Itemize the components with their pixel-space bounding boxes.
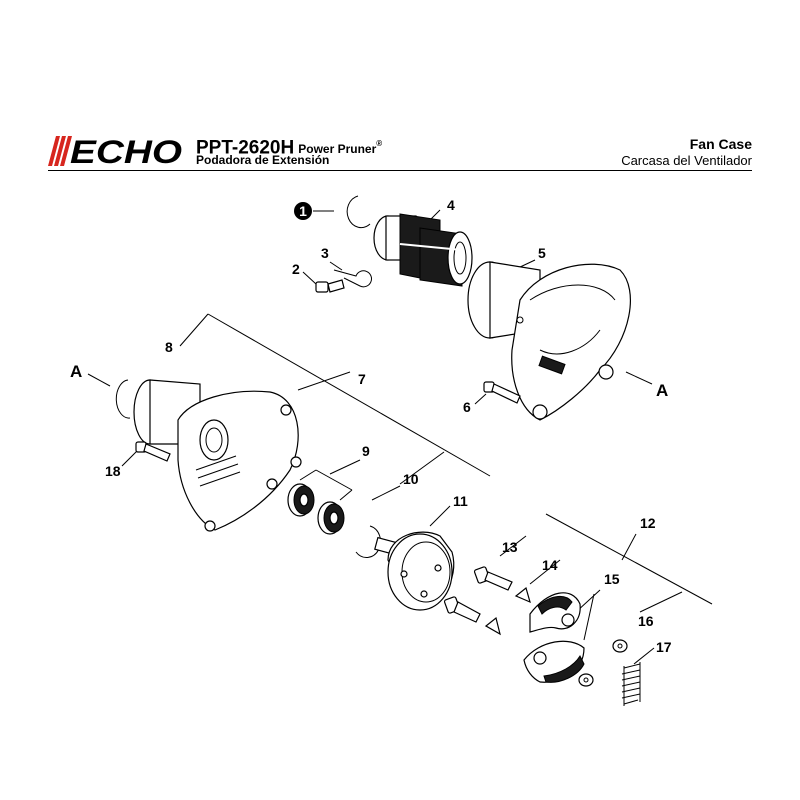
part-4-coupling: 4 — [373, 197, 473, 287]
callout-4: 4 — [447, 197, 455, 213]
echo-logo: ECHO — [48, 134, 188, 171]
reference-a-right: A — [625, 371, 668, 400]
logo-stripes — [48, 136, 72, 166]
product-name-en: Power Pruner — [298, 142, 377, 157]
part-7-fan-case-housing — [133, 379, 302, 532]
callout-12: 12 — [640, 515, 656, 531]
part-15-clutch-shoes: 15 — [523, 571, 620, 683]
callout-15: 15 — [604, 571, 620, 587]
part-6-screw: 6 — [463, 381, 521, 415]
callout-17: 17 — [656, 639, 672, 655]
section-title-es: Carcasa del Ventilador — [621, 153, 752, 168]
callout-7: 7 — [358, 371, 366, 387]
part-3-clip: 3 — [321, 245, 372, 288]
part-16-washers: 16 — [578, 591, 683, 687]
part-2-screw: 2 — [292, 261, 345, 293]
callout-11: 11 — [453, 493, 468, 509]
part-14-washers: 14 — [484, 557, 561, 636]
part-5-fan-case: 5 — [467, 245, 631, 421]
callout-9: 9 — [362, 443, 370, 459]
callout-16: 16 — [638, 613, 654, 629]
bracket-7: 7 — [297, 371, 366, 391]
part-13-screws: 13 — [443, 535, 527, 623]
reference-a-left: A — [70, 362, 131, 419]
callout-14: 14 — [542, 557, 558, 573]
model-number: PPT-2620H — [196, 137, 295, 159]
ref-letter-a-right: A — [656, 381, 668, 400]
part-1-snap-ring: 1 — [294, 195, 371, 229]
callout-6: 6 — [463, 399, 471, 415]
product-name-es: Podadora de Extensión — [196, 153, 330, 167]
bracket-12: 12 — [545, 513, 713, 605]
callout-10: 10 — [403, 471, 419, 487]
callout-8: 8 — [165, 339, 173, 355]
part-18-screw: 18 — [105, 441, 171, 479]
header-rule — [48, 170, 752, 171]
ref-letter-a-left: A — [70, 362, 82, 381]
callout-2: 2 — [292, 261, 300, 277]
callout-1: 1 — [299, 203, 307, 219]
section-title-en: Fan Case — [689, 136, 752, 152]
part-9-bearings: 9 — [287, 443, 370, 535]
brand-text: ECHO — [70, 136, 182, 166]
callout-3: 3 — [321, 245, 329, 261]
bracket-8: 8 — [165, 313, 491, 477]
part-17-spring: 17 — [621, 639, 672, 706]
callout-18: 18 — [105, 463, 121, 479]
callout-5: 5 — [538, 245, 546, 261]
registered-mark: ® — [376, 139, 383, 148]
part-11-clutch-drum: 11 — [374, 493, 468, 611]
